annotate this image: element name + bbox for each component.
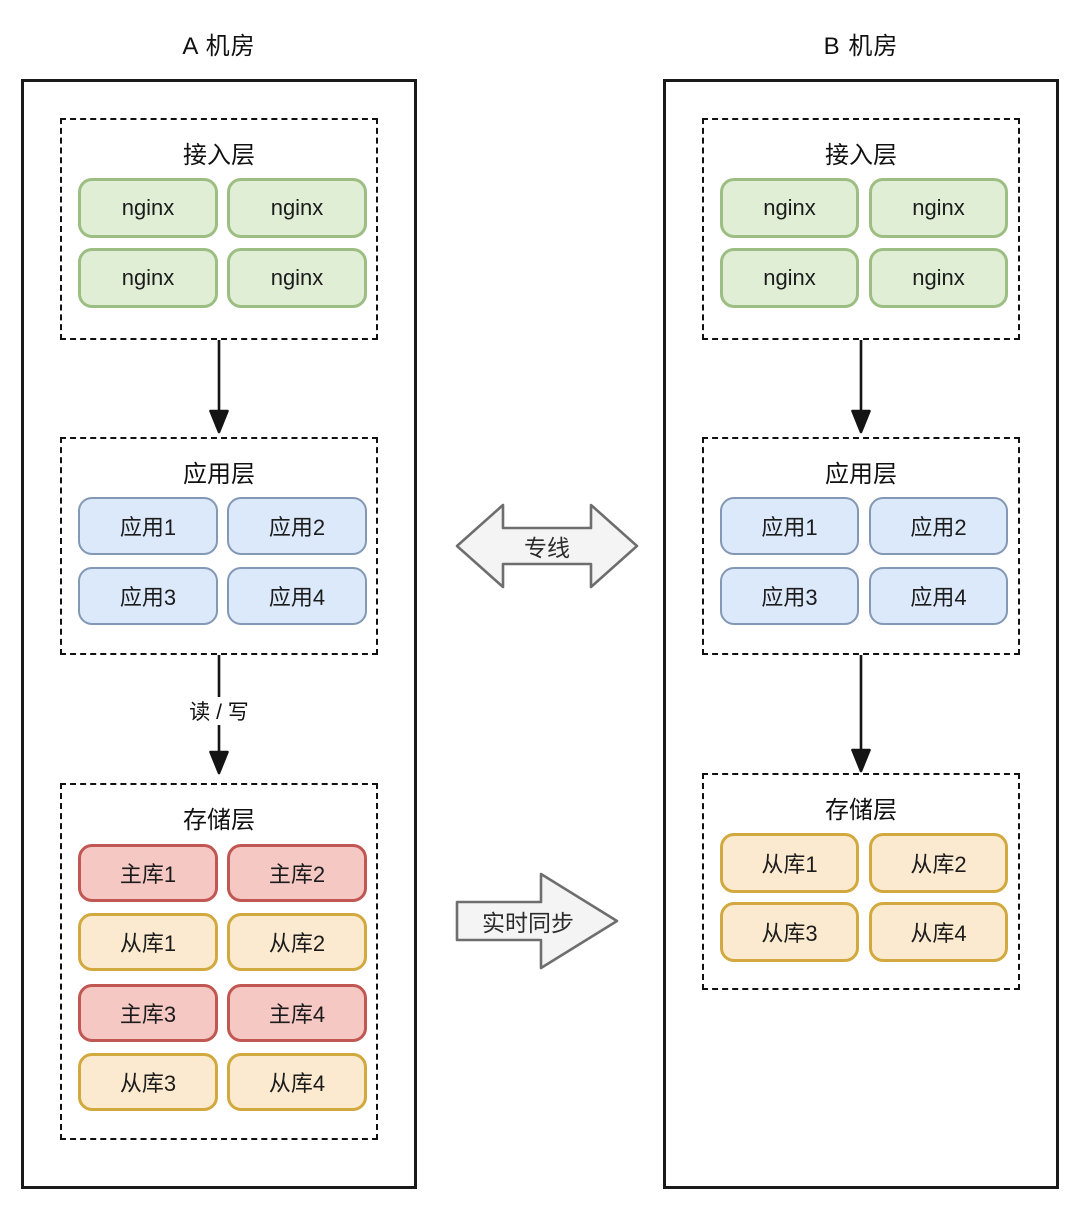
dc-a-nginx-node-2: nginx	[227, 178, 367, 238]
dc-a-app-node-4: 应用4	[227, 567, 367, 625]
dc-b-app-layer-title: 应用层	[825, 461, 897, 488]
dedicated-line-label: 专线	[524, 535, 570, 561]
dc-b-slave-db-1: 从库1	[720, 833, 859, 893]
dc-a-app-node-3: 应用3	[78, 567, 218, 625]
datacenter-b-box	[663, 79, 1059, 1189]
dc-b-nginx-node-3: nginx	[720, 248, 859, 308]
realtime-sync-arrow	[455, 872, 619, 970]
dc-a-master-db-2: 主库2	[227, 844, 367, 902]
dc-b-nginx-node-2: nginx	[869, 178, 1008, 238]
dc-b-nginx-node-4: nginx	[869, 248, 1008, 308]
datacenter-a-title: A 机房	[182, 33, 256, 60]
datacenter-b-title: B 机房	[823, 33, 899, 60]
dc-a-app-node-1: 应用1	[78, 497, 218, 555]
dc-a-nginx-node-4: nginx	[227, 248, 367, 308]
dc-a-master-db-1: 主库1	[78, 844, 218, 902]
dc-a-slave-db-1: 从库1	[78, 913, 218, 971]
dc-a-access-layer-title: 接入层	[183, 142, 255, 169]
dc-b-access-layer-box: 接入层	[702, 118, 1020, 340]
dc-b-app-layer-box: 应用层	[702, 437, 1020, 655]
dc-a-access-layer-box: 接入层	[60, 118, 378, 340]
dc-b-storage-layer-title: 存储层	[825, 797, 897, 824]
dc-a-app-node-2: 应用2	[227, 497, 367, 555]
realtime-sync-label: 实时同步	[482, 910, 574, 936]
dc-b-app-node-1: 应用1	[720, 497, 859, 555]
datacenter-a-box	[21, 79, 417, 1189]
dc-a-storage-layer-title: 存储层	[183, 807, 255, 834]
dc-b-app-node-2: 应用2	[869, 497, 1008, 555]
read-write-edge-label: 读 / 写	[163, 697, 275, 725]
dc-a-app-layer-box: 应用层	[60, 437, 378, 655]
dc-a-app-layer-title: 应用层	[183, 461, 255, 488]
dc-a-nginx-node-1: nginx	[78, 178, 218, 238]
dedicated-line-double-arrow	[455, 503, 639, 589]
dc-a-master-db-3: 主库3	[78, 984, 218, 1042]
dc-a-storage-layer-box: 存储层	[60, 783, 378, 1140]
dc-b-app-node-3: 应用3	[720, 567, 859, 625]
dc-b-slave-db-4: 从库4	[869, 902, 1008, 962]
dc-b-slave-db-3: 从库3	[720, 902, 859, 962]
dc-a-nginx-node-3: nginx	[78, 248, 218, 308]
dc-b-nginx-node-1: nginx	[720, 178, 859, 238]
dc-a-slave-db-2: 从库2	[227, 913, 367, 971]
dc-a-master-db-4: 主库4	[227, 984, 367, 1042]
dc-b-slave-db-2: 从库2	[869, 833, 1008, 893]
dc-b-storage-layer-box: 存储层	[702, 773, 1020, 990]
dc-b-app-node-4: 应用4	[869, 567, 1008, 625]
dc-b-access-layer-title: 接入层	[825, 142, 897, 169]
dc-a-slave-db-4: 从库4	[227, 1053, 367, 1111]
dc-a-slave-db-3: 从库3	[78, 1053, 218, 1111]
